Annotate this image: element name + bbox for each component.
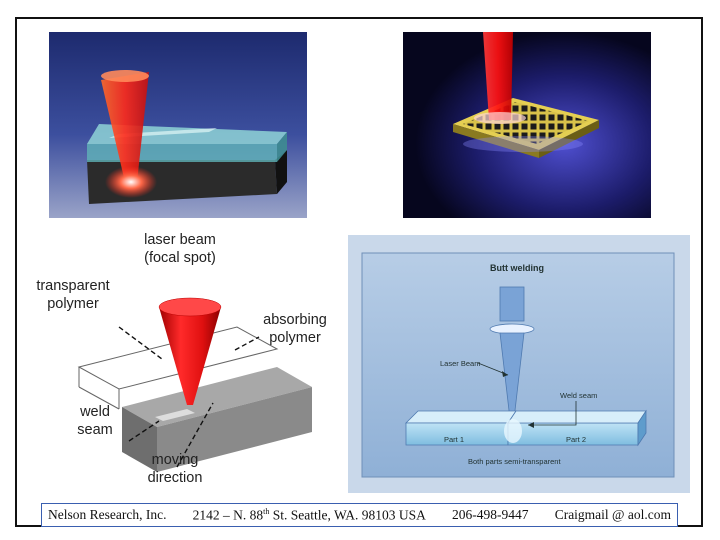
laser-array-illustration [403,32,651,218]
absorbing-polymer-label: absorbing polymer [255,311,335,347]
weld-seam-line1: weld [80,404,110,420]
company-name: Nelson Research, Inc. [48,507,167,522]
laser-array-render [403,32,651,218]
butt-welding-diagram: Butt welding Laser Beam Weld seam Part 1… [348,235,690,493]
moving-direction-line2: direction [147,470,203,486]
moving-direction-line1: moving [151,452,199,468]
address-ordinal: th [263,506,270,516]
absorbing-polymer-line2: polymer [269,330,321,346]
laser-beam-label: laser beam (focal spot) [135,231,225,267]
transparent-polymer-line2: polymer [47,296,99,312]
semi-transparent-caption: Both parts semi-transparent [468,457,561,466]
address-prefix: 2142 – N. 88 [192,507,264,523]
footer-contact-bar: Nelson Research, Inc. 2142 – N. 88th St.… [41,503,678,527]
company-address: 2142 – N. 88th St. Seattle, WA. 98103 US… [193,507,426,524]
weld-seam-line2: seam [77,422,113,438]
laser-transmission-render [49,32,307,218]
moving-direction-label: moving direction [135,451,215,487]
part2-label: Part 2 [566,435,587,444]
butt-welding-drawing [348,235,690,493]
focal-spot-line2: (focal spot) [144,250,216,266]
email-address[interactable]: Craigmail @ aol.com [554,507,671,522]
laser-transmission-illustration [49,32,307,218]
transparent-polymer-line1: transparent [36,278,110,294]
transparent-polymer-label: transparent polymer [31,277,115,313]
butt-welding-title: Butt welding [490,263,544,273]
part1-label: Part 1 [444,435,465,444]
phone-number: 206-498-9447 [452,507,529,522]
laser-beam-line1: laser beam [144,232,216,248]
absorbing-polymer-line1: absorbing [263,312,327,328]
laser-beam-callout: Laser Beam [440,359,481,368]
laser-welding-schematic: laser beam (focal spot) transparent poly… [27,227,347,512]
slide-frame: laser beam (focal spot) transparent poly… [15,17,703,527]
schematic-drawing [77,297,312,472]
weld-seam-label: weld seam [65,403,125,439]
address-rest: St. Seattle, WA. 98103 USA [269,507,426,523]
weld-seam-callout: Weld seam [560,391,598,400]
